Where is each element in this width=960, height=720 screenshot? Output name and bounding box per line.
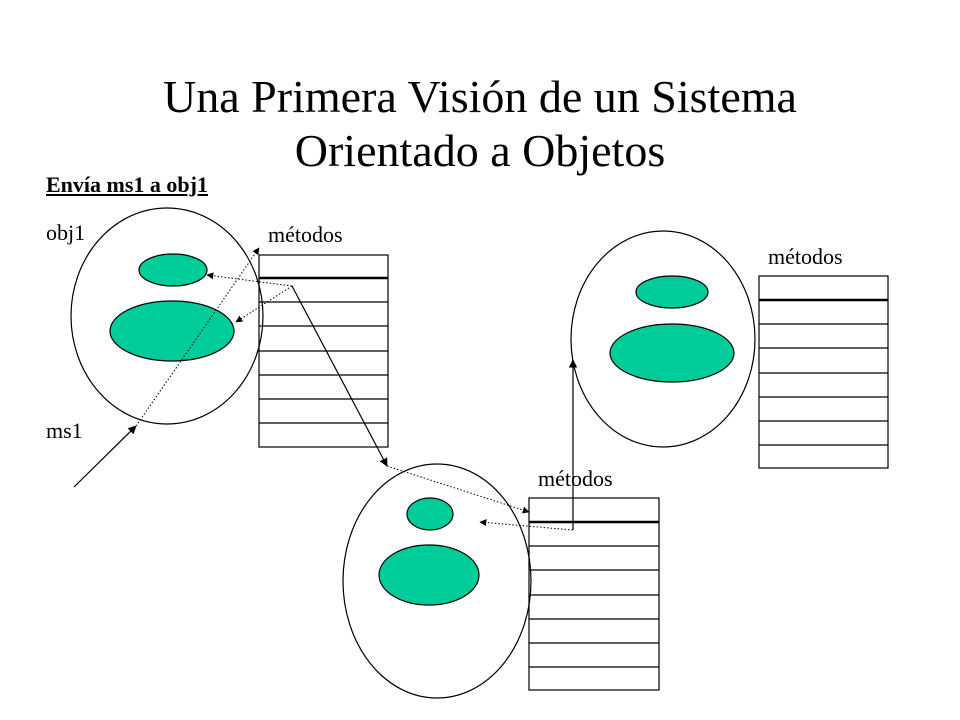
ms1-label: ms1 xyxy=(46,418,83,443)
object-2-attribute-small xyxy=(406,497,454,531)
object-obj1-outline xyxy=(70,207,264,425)
methods-label-obj1: métodos xyxy=(268,222,343,247)
methods-label-object-3: métodos xyxy=(768,244,843,269)
object-3 xyxy=(570,230,756,448)
object-2-dispatch-arrow xyxy=(386,465,530,514)
obj1-attribute-small xyxy=(138,253,208,287)
methods-table-obj1 xyxy=(258,254,389,448)
obj1-attribute-large xyxy=(109,300,235,362)
slide-title-line-2: Orientado a Objetos xyxy=(294,125,666,176)
methods-table-object-2 xyxy=(528,497,660,691)
method-to-large-attribute-arrow xyxy=(235,285,293,323)
methods-table-object-3 xyxy=(758,275,889,469)
slide-subtitle: Envía ms1 a obj1 xyxy=(46,172,208,197)
object-2-attribute-large xyxy=(378,544,480,606)
object-2 xyxy=(342,463,532,699)
object-obj1 xyxy=(70,207,264,425)
methods-label-object-2: métodos xyxy=(538,466,613,491)
slide-title-line-1: Una Primera Visión de un Sistema xyxy=(163,71,797,122)
object-3-attribute-small xyxy=(635,275,709,309)
obj1-label: obj1 xyxy=(46,220,86,245)
object-3-attribute-large xyxy=(609,323,735,383)
message-to-object-2-arrow xyxy=(291,285,388,467)
method-to-small-attribute-arrow xyxy=(206,272,293,287)
object-2-method-to-attribute-arrow xyxy=(479,519,574,531)
ms1-incoming-arrow xyxy=(73,425,137,488)
object-2-outline xyxy=(342,463,532,699)
ms1-dispatch-arrow xyxy=(135,247,260,427)
object-3-outline xyxy=(570,230,756,448)
slide-title: Una Primera Visión de un Sistema Orienta… xyxy=(0,70,960,178)
